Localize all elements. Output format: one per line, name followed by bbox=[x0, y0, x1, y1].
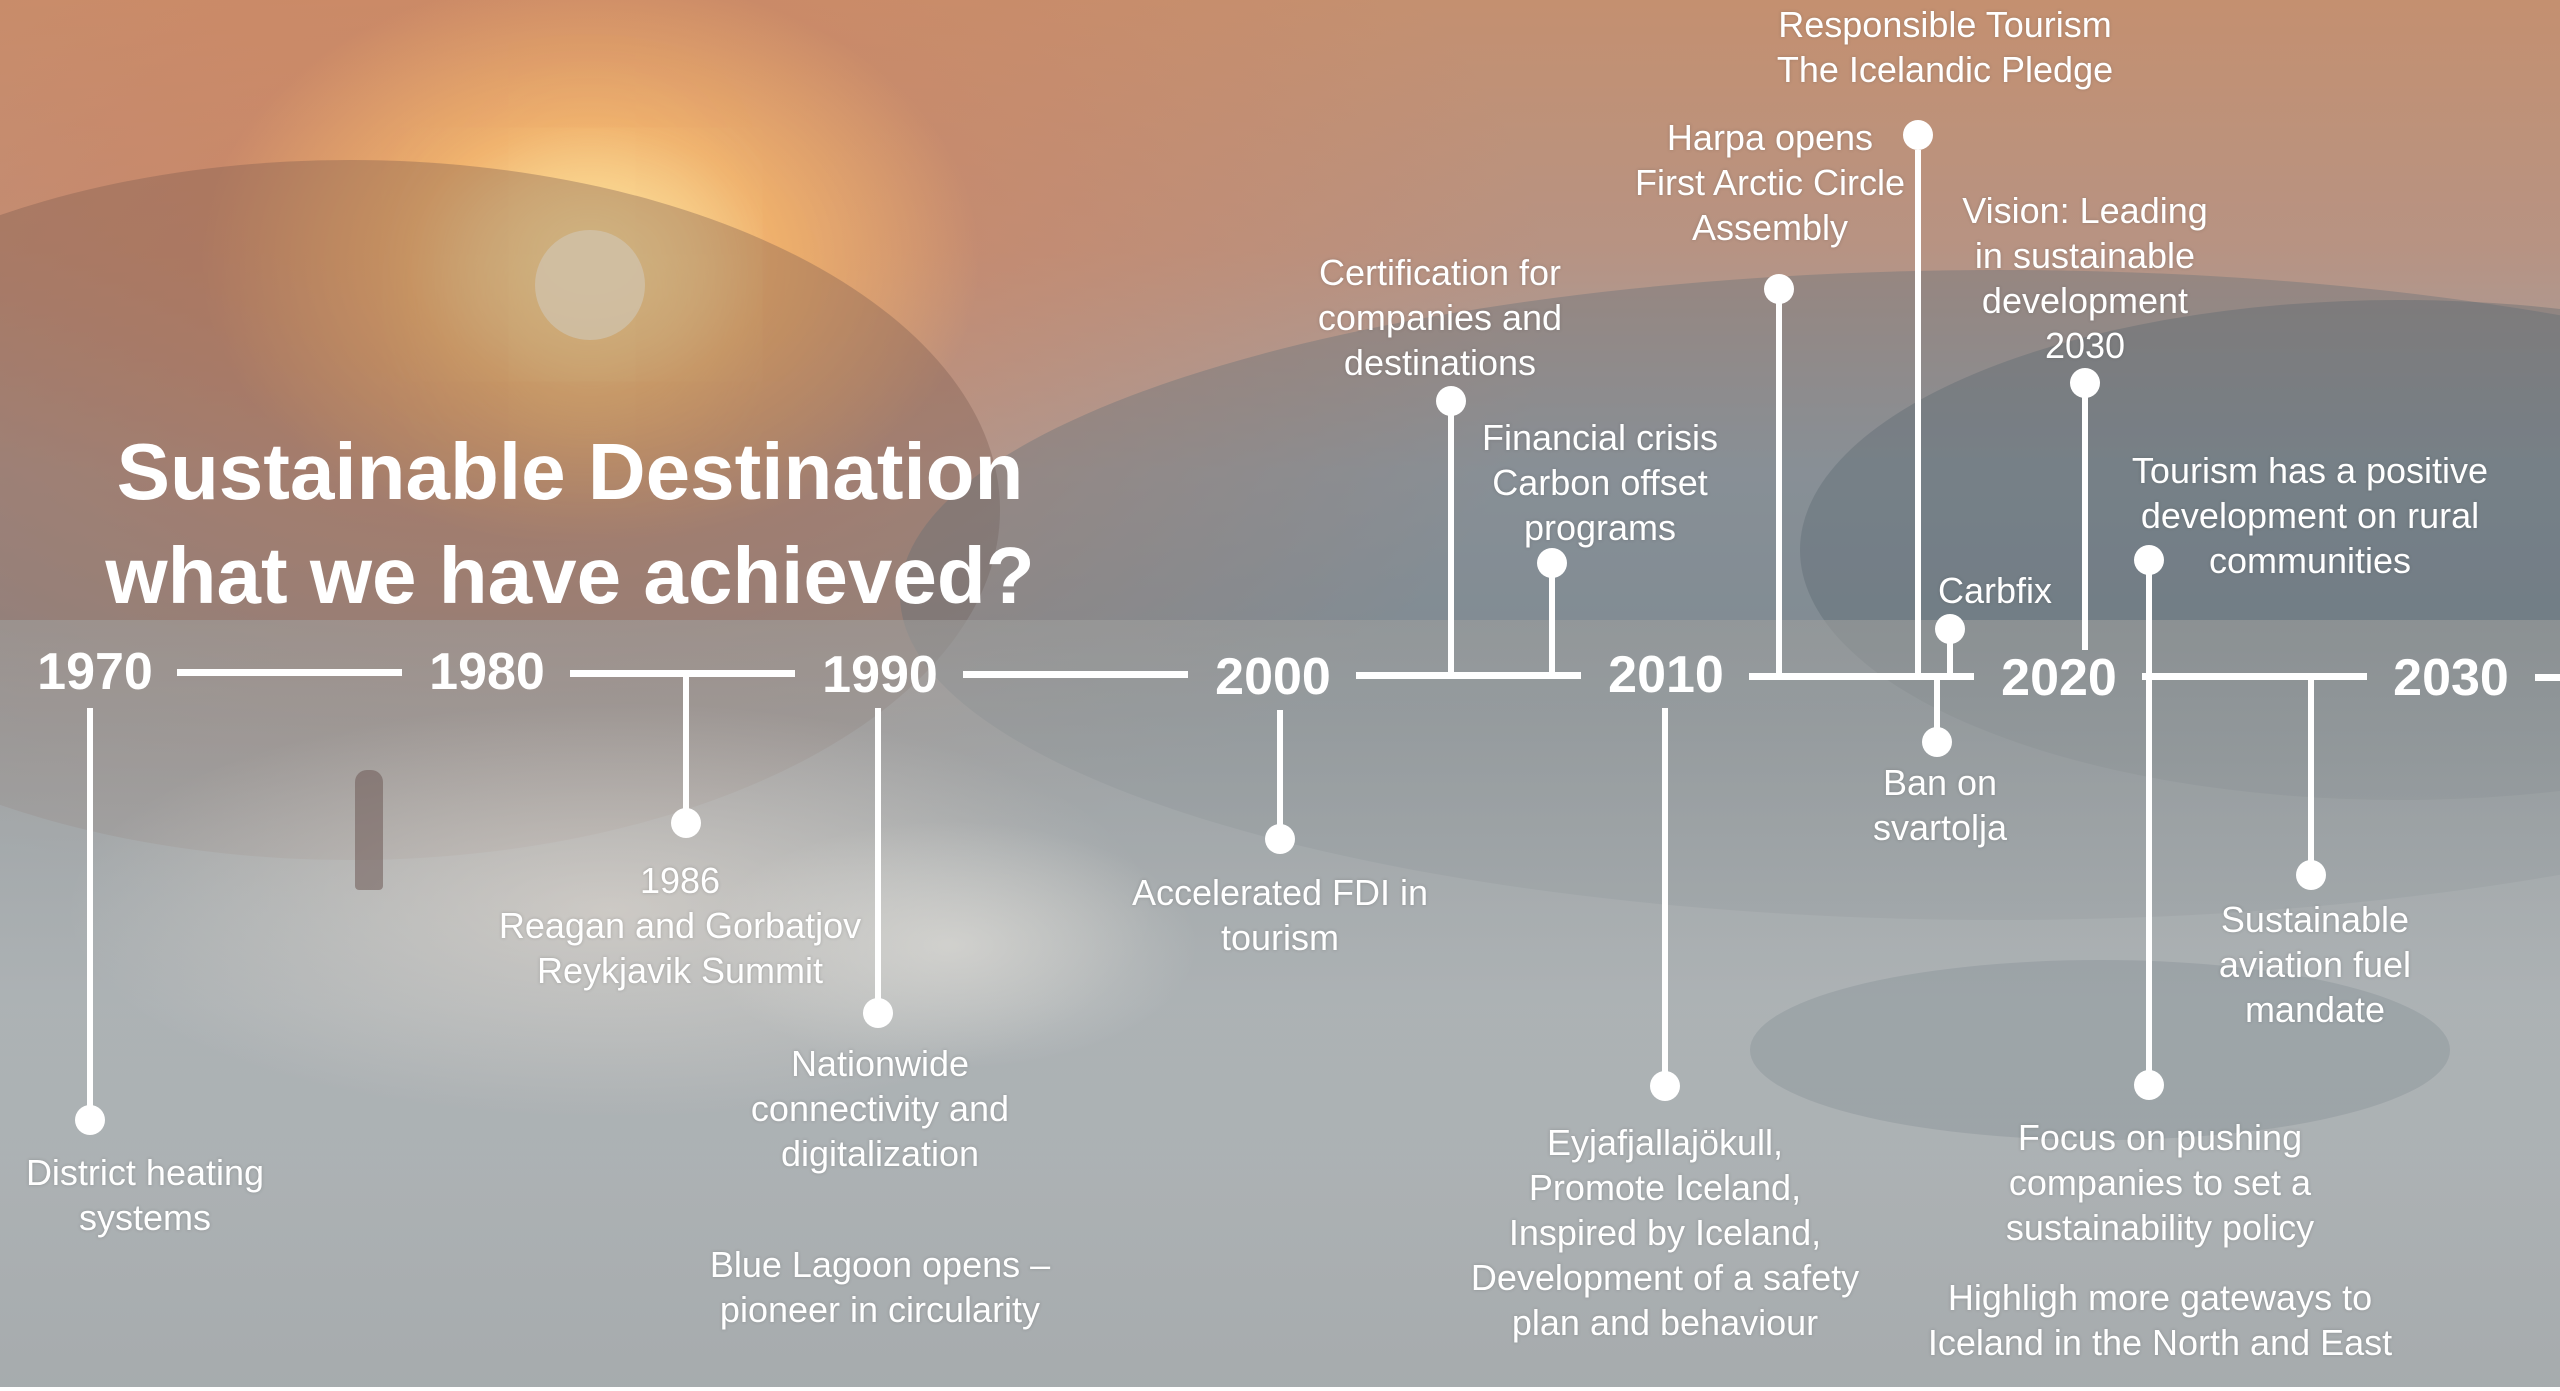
event-certification: Certification for companies and destinat… bbox=[1317, 252, 1563, 383]
timeline-segment bbox=[570, 670, 795, 677]
year-2000: 2000 bbox=[1215, 648, 1331, 706]
event-stem bbox=[1934, 676, 1940, 736]
event-stem bbox=[683, 672, 689, 822]
event-stem bbox=[2146, 568, 2152, 678]
event-marker bbox=[1935, 614, 1965, 644]
event-responsible-tourism: Responsible Tourism The Icelandic Pledge bbox=[1776, 4, 2114, 90]
event-ban-svartolja: Ban on svartolja bbox=[1872, 762, 2008, 848]
sun bbox=[535, 230, 645, 340]
event-district-heating: District heating systems bbox=[25, 1152, 265, 1238]
event-marker bbox=[2134, 545, 2164, 575]
event-marker bbox=[1265, 824, 1295, 854]
year-2010: 2010 bbox=[1608, 646, 1724, 704]
event-stem bbox=[1915, 150, 1921, 675]
event-stem bbox=[1448, 400, 1454, 675]
event-marker bbox=[2296, 860, 2326, 890]
timeline-segment bbox=[1356, 672, 1581, 679]
person-silhouette bbox=[355, 770, 383, 890]
event-marker bbox=[75, 1105, 105, 1135]
event-focus-policy: Focus on pushing companies to set a sust… bbox=[2005, 1117, 2315, 1248]
event-marker bbox=[1436, 386, 1466, 416]
event-marker bbox=[1764, 274, 1794, 304]
timeline-segment bbox=[2142, 673, 2367, 680]
timeline-segment bbox=[2535, 674, 2560, 681]
year-1970: 1970 bbox=[37, 643, 153, 701]
event-blue-lagoon: Blue Lagoon opens – pioneer in circulari… bbox=[709, 1244, 1051, 1330]
event-marker bbox=[2070, 368, 2100, 398]
year-2030: 2030 bbox=[2393, 649, 2509, 707]
event-stem bbox=[1947, 640, 1953, 675]
event-stem bbox=[1549, 568, 1555, 675]
event-stem bbox=[1277, 710, 1283, 835]
event-marker bbox=[1537, 548, 1567, 578]
timeline-segment bbox=[177, 669, 402, 676]
event-stem bbox=[875, 708, 881, 1013]
event-marker bbox=[2134, 1070, 2164, 1100]
geothermal-pool bbox=[1750, 960, 2450, 1140]
event-marker bbox=[671, 808, 701, 838]
event-eyjafjallajokull: Eyjafjallajökull, Promote Iceland, Inspi… bbox=[1470, 1122, 1860, 1343]
event-stem bbox=[1662, 708, 1668, 1093]
event-carbfix: Carbfix bbox=[1937, 570, 2053, 611]
year-1980: 1980 bbox=[429, 643, 545, 701]
event-aviation-fuel: Sustainable aviation fuel mandate bbox=[2218, 899, 2412, 1030]
event-gateways: Highligh more gateways to Iceland in the… bbox=[1927, 1277, 2393, 1363]
event-vision-2030: Vision: Leading in sustainable developme… bbox=[1962, 190, 2208, 366]
steam-cloud-small bbox=[700, 820, 1200, 1070]
year-1990: 1990 bbox=[822, 646, 938, 704]
timeline-segment bbox=[963, 671, 1188, 678]
event-stem bbox=[2146, 680, 2152, 1080]
event-reykjavik-summit: 1986 Reagan and Gorbatjov Reykjavik Summ… bbox=[498, 860, 862, 991]
event-stem bbox=[87, 708, 93, 1120]
event-marker bbox=[863, 998, 893, 1028]
event-stem bbox=[2082, 395, 2088, 650]
event-marker bbox=[1922, 727, 1952, 757]
event-connectivity: Nationwide connectivity and digitalizati… bbox=[750, 1043, 1010, 1174]
year-2020: 2020 bbox=[2001, 649, 2117, 707]
event-stem bbox=[1776, 300, 1782, 675]
event-accelerated-fdi: Accelerated FDI in tourism bbox=[1131, 872, 1429, 958]
event-stem bbox=[2308, 678, 2314, 868]
event-rural-communities: Tourism has a positive development on ru… bbox=[2131, 450, 2489, 581]
event-marker bbox=[1903, 120, 1933, 150]
event-marker bbox=[1650, 1071, 1680, 1101]
page-title: Sustainable Destination what we have ach… bbox=[105, 427, 1035, 620]
timeline-segment bbox=[1749, 673, 1974, 680]
event-financial-crisis: Financial crisis Carbon offset programs bbox=[1481, 417, 1719, 548]
event-harpa: Harpa opens First Arctic Circle Assembly bbox=[1635, 117, 1905, 248]
